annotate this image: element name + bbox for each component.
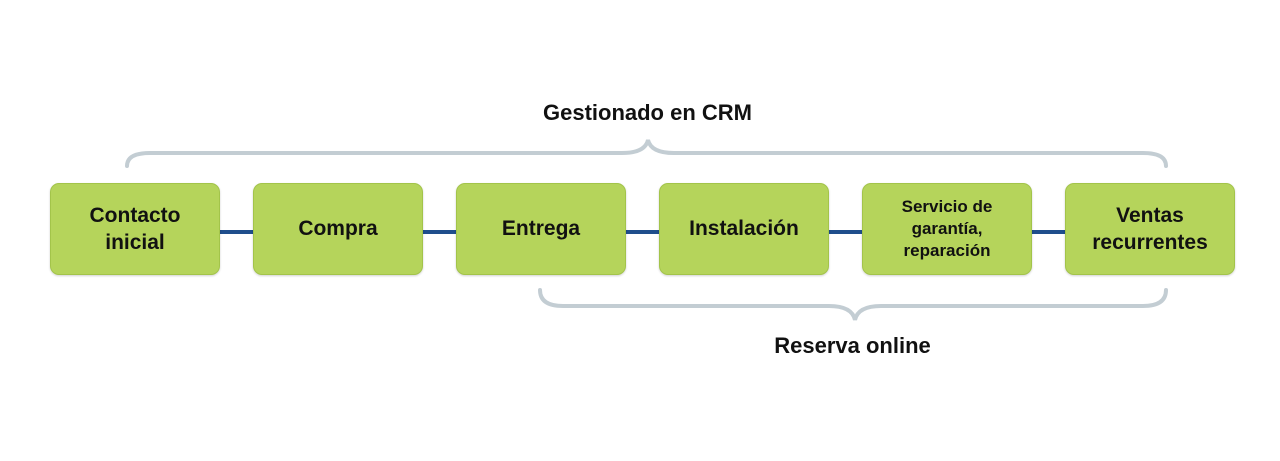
stage-label: Ventas recurrentes <box>1092 203 1208 254</box>
stage-compra: Compra <box>253 183 423 275</box>
top-brace-label: Gestionado en CRM <box>542 100 752 125</box>
stage-entrega: Entrega <box>456 183 626 275</box>
stage-label: Contacto inicial <box>89 203 181 254</box>
stage-ventas-recurrentes: Ventas recurrentes <box>1065 183 1235 275</box>
top-brace <box>125 139 1168 168</box>
connector-5 <box>1031 230 1066 234</box>
stage-label: Entrega <box>501 217 581 241</box>
connector-1 <box>219 230 254 234</box>
stage-contacto-inicial: Contacto inicial <box>50 183 220 275</box>
bottom-brace-label: Reserva online <box>774 333 931 358</box>
stage-label: Servicio de garantía, reparación <box>901 196 993 261</box>
stage-instalacion: Instalación <box>659 183 829 275</box>
connector-2 <box>422 230 457 234</box>
connector-3 <box>625 230 660 234</box>
connector-4 <box>828 230 863 234</box>
stage-label: Instalación <box>689 217 799 241</box>
stage-label: Compra <box>298 217 378 241</box>
stage-servicio-garantia: Servicio de garantía, reparación <box>862 183 1032 275</box>
bottom-brace <box>538 288 1168 321</box>
